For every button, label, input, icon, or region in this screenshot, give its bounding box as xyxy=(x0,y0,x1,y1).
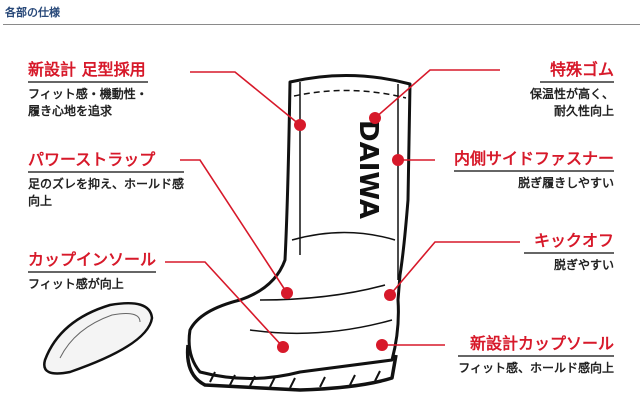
leader-line xyxy=(180,159,288,294)
feature-title: 新設計カップソール xyxy=(458,334,614,357)
feature-cup-sole: 新設計カップソール フィット感、ホールド感向上 xyxy=(458,334,614,377)
feature-desc: フィット感、ホールド感向上 xyxy=(458,361,614,375)
feature-special-rubber: 特殊ゴム 保温性が高く、耐久性向上 xyxy=(530,60,614,120)
feature-desc: 脱ぎ履きしやすい xyxy=(518,176,614,190)
boot-sole xyxy=(185,344,398,392)
divider xyxy=(3,24,640,25)
leader-line xyxy=(190,71,301,126)
feature-desc: 履き心地を追求 xyxy=(28,104,113,118)
leader-line xyxy=(165,261,284,348)
callout-dot xyxy=(376,339,388,351)
feature-title: キックオフ xyxy=(523,231,614,254)
feature-title: カップインソール xyxy=(28,250,157,273)
feature-desc: 足のズレを抑え、ホールド感 xyxy=(28,177,185,191)
brand-logo: DAIWA xyxy=(353,120,383,219)
callout-dot xyxy=(369,112,381,124)
feature-kick-off: キックオフ 脱ぎやすい xyxy=(523,231,614,274)
leader-line xyxy=(389,241,520,296)
feature-desc: 耐久性向上 xyxy=(553,104,614,118)
feature-desc: フィット感が向上 xyxy=(28,277,124,291)
section-title: 各部の仕様 xyxy=(5,6,60,19)
feature-side-zipper: 内側サイドファスナー 脱ぎ履きしやすい xyxy=(453,149,614,192)
feature-new-last: 新設計 足型採用 フィット感・機動性・履き心地を追求 xyxy=(28,60,148,120)
leader-line xyxy=(374,69,500,119)
callout-dot xyxy=(277,341,289,353)
feature-title: 特殊ゴム xyxy=(539,60,614,83)
feature-desc: フィット感・機動性・ xyxy=(28,87,148,101)
feature-desc: 向上 xyxy=(28,194,53,208)
feature-title: 新設計 足型採用 xyxy=(28,60,148,83)
callout-dot xyxy=(281,287,293,299)
feature-power-strap: パワーストラップ 足のズレを抑え、ホールド感向上 xyxy=(28,150,185,210)
feature-title: 内側サイドファスナー xyxy=(453,149,614,172)
callout-dot xyxy=(384,289,396,301)
feature-cup-insole: カップインソール フィット感が向上 xyxy=(28,250,157,293)
callout-dot xyxy=(294,119,306,131)
feature-desc: 保温性が高く、 xyxy=(529,87,614,101)
callout-dot xyxy=(392,154,404,166)
feature-desc: 脱ぎやすい xyxy=(553,258,614,272)
insole-illustration xyxy=(43,301,154,375)
feature-title: パワーストラップ xyxy=(28,150,185,173)
boot-shaft xyxy=(187,74,412,380)
